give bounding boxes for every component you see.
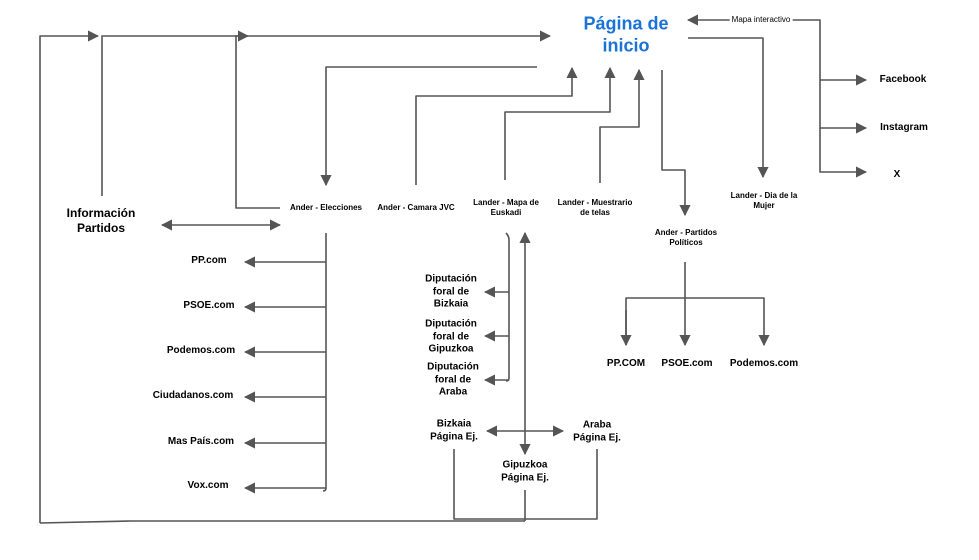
node-facebook: Facebook [879, 73, 927, 85]
connector-elecciones-loop [235, 36, 280, 209]
connector-mapa-euskadi-home [504, 66, 616, 180]
node-dip-gipuzkoa: Diputación foral de Gipuzkoa [425, 318, 477, 355]
connector-elecciones-list [322, 233, 327, 492]
node-x: X [893, 168, 901, 180]
node-dip-araba: Diputación foral de Araba [427, 361, 479, 398]
node-ciudadanos-com: Ciudadanos.com [152, 389, 234, 401]
node-lander-muestrario: Lander - Muestrario de telas [557, 198, 633, 217]
node-psoe-com: PSOE.com [183, 299, 235, 311]
connector-mapa-diputaciones [505, 232, 510, 382]
node-psoe-com-2: PSOE.com [661, 357, 713, 369]
connector-muestrario-home [599, 68, 645, 183]
node-podemos-com-2: Podemos.com [729, 357, 799, 369]
node-ander-partidos: Ander - Partidos Políticos [654, 228, 718, 247]
node-araba-pagina: Araba Página Ej. [573, 419, 621, 444]
edge-label-mapa-interactivo: Mapa interactivo [729, 15, 793, 25]
node-ander-camara: Ander - Camara JVC [377, 203, 455, 212]
node-gipuzkoa-pagina: Gipuzkoa Página Ej. [501, 459, 549, 484]
connector-camara-home [415, 66, 578, 185]
node-vox-com: Vox.com [187, 479, 229, 491]
node-pp-com-upper: PP.COM [606, 357, 646, 369]
node-informacion-partidos: Información Partidos [66, 206, 136, 235]
connector-mapa-home [686, 14, 821, 80]
node-home: Página de inicio [583, 13, 669, 55]
connector-bottom-to-left [39, 520, 525, 524]
connector-left-loop-top [39, 30, 100, 523]
node-bizkaia-pagina: Bizkaia Página Ej. [430, 418, 478, 443]
connector-info-home [101, 30, 250, 196]
node-pp-com: PP.com [191, 254, 227, 266]
node-dip-bizkaia: Diputación foral de Bizkaia [425, 273, 477, 310]
connector-home-dia-mujer [688, 37, 769, 179]
connector-partidos-branch [625, 297, 770, 347]
node-mas-pais-com: Mas País.com [167, 435, 235, 447]
node-instagram: Instagram [880, 121, 928, 133]
connector-home-partidos [661, 70, 691, 217]
connector-mapa-instagram [819, 80, 868, 134]
node-lander-mapa: Lander - Mapa de Euskadi [473, 198, 539, 217]
node-podemos-com: Podemos.com [166, 344, 236, 356]
node-ander-elecciones: Ander - Elecciones [289, 203, 363, 212]
node-lander-dia-mujer: Lander - Dia de la Mujer [730, 191, 798, 210]
connector-mapa-x [819, 128, 868, 178]
connector-home-elecciones [320, 66, 537, 187]
